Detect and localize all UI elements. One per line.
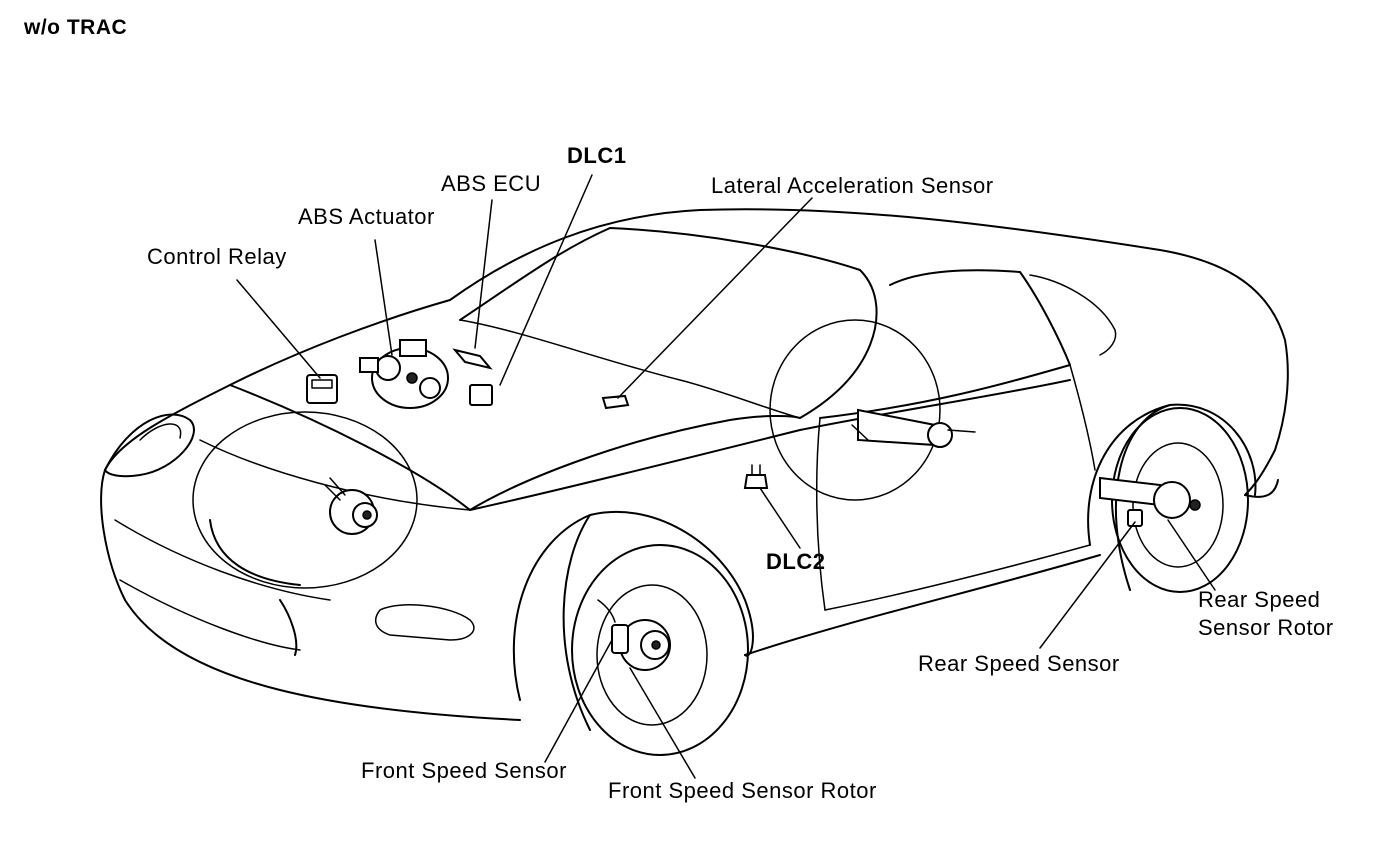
- label-rear-speed-sensor: Rear Speed Sensor: [918, 651, 1120, 676]
- label-front-speed-sensor-rotor: Front Speed Sensor Rotor: [608, 778, 877, 803]
- abs-ecu-part: [452, 348, 493, 370]
- dlc1-part: [469, 384, 493, 406]
- label-dlc2: DLC2: [766, 549, 826, 574]
- dlc2-part: [743, 464, 769, 489]
- front-left-wheel-arch: [192, 411, 418, 589]
- label-rear-speed-sensor-rotor-line2: Sensor Rotor: [1198, 615, 1334, 640]
- label-control-relay: Control Relay: [147, 244, 287, 269]
- leader-lines: [236, 174, 1216, 779]
- label-front-speed-sensor: Front Speed Sensor: [361, 758, 567, 783]
- lateral-sensor-part: [601, 394, 630, 410]
- label-abs-actuator: ABS Actuator: [298, 204, 435, 229]
- control-relay-part: [306, 374, 338, 404]
- label-lateral-acceleration-sensor: Lateral Acceleration Sensor: [711, 173, 994, 198]
- label-abs-ecu: ABS ECU: [441, 171, 542, 196]
- rear-left-wheel-arch: [769, 319, 941, 501]
- abs-actuator-part: [359, 339, 449, 409]
- label-dlc1: DLC1: [567, 143, 627, 168]
- car-body: [100, 208, 1289, 721]
- front-right-wheel: [512, 510, 754, 756]
- label-rear-speed-sensor-rotor-line1: Rear Speed: [1198, 587, 1321, 612]
- front-right-hub: [597, 599, 671, 671]
- variant-heading: w/o TRAC: [24, 16, 128, 39]
- front-left-hub: [324, 477, 378, 535]
- rear-left-driveshaft: [851, 408, 976, 448]
- rear-right-driveshaft: [1099, 476, 1201, 527]
